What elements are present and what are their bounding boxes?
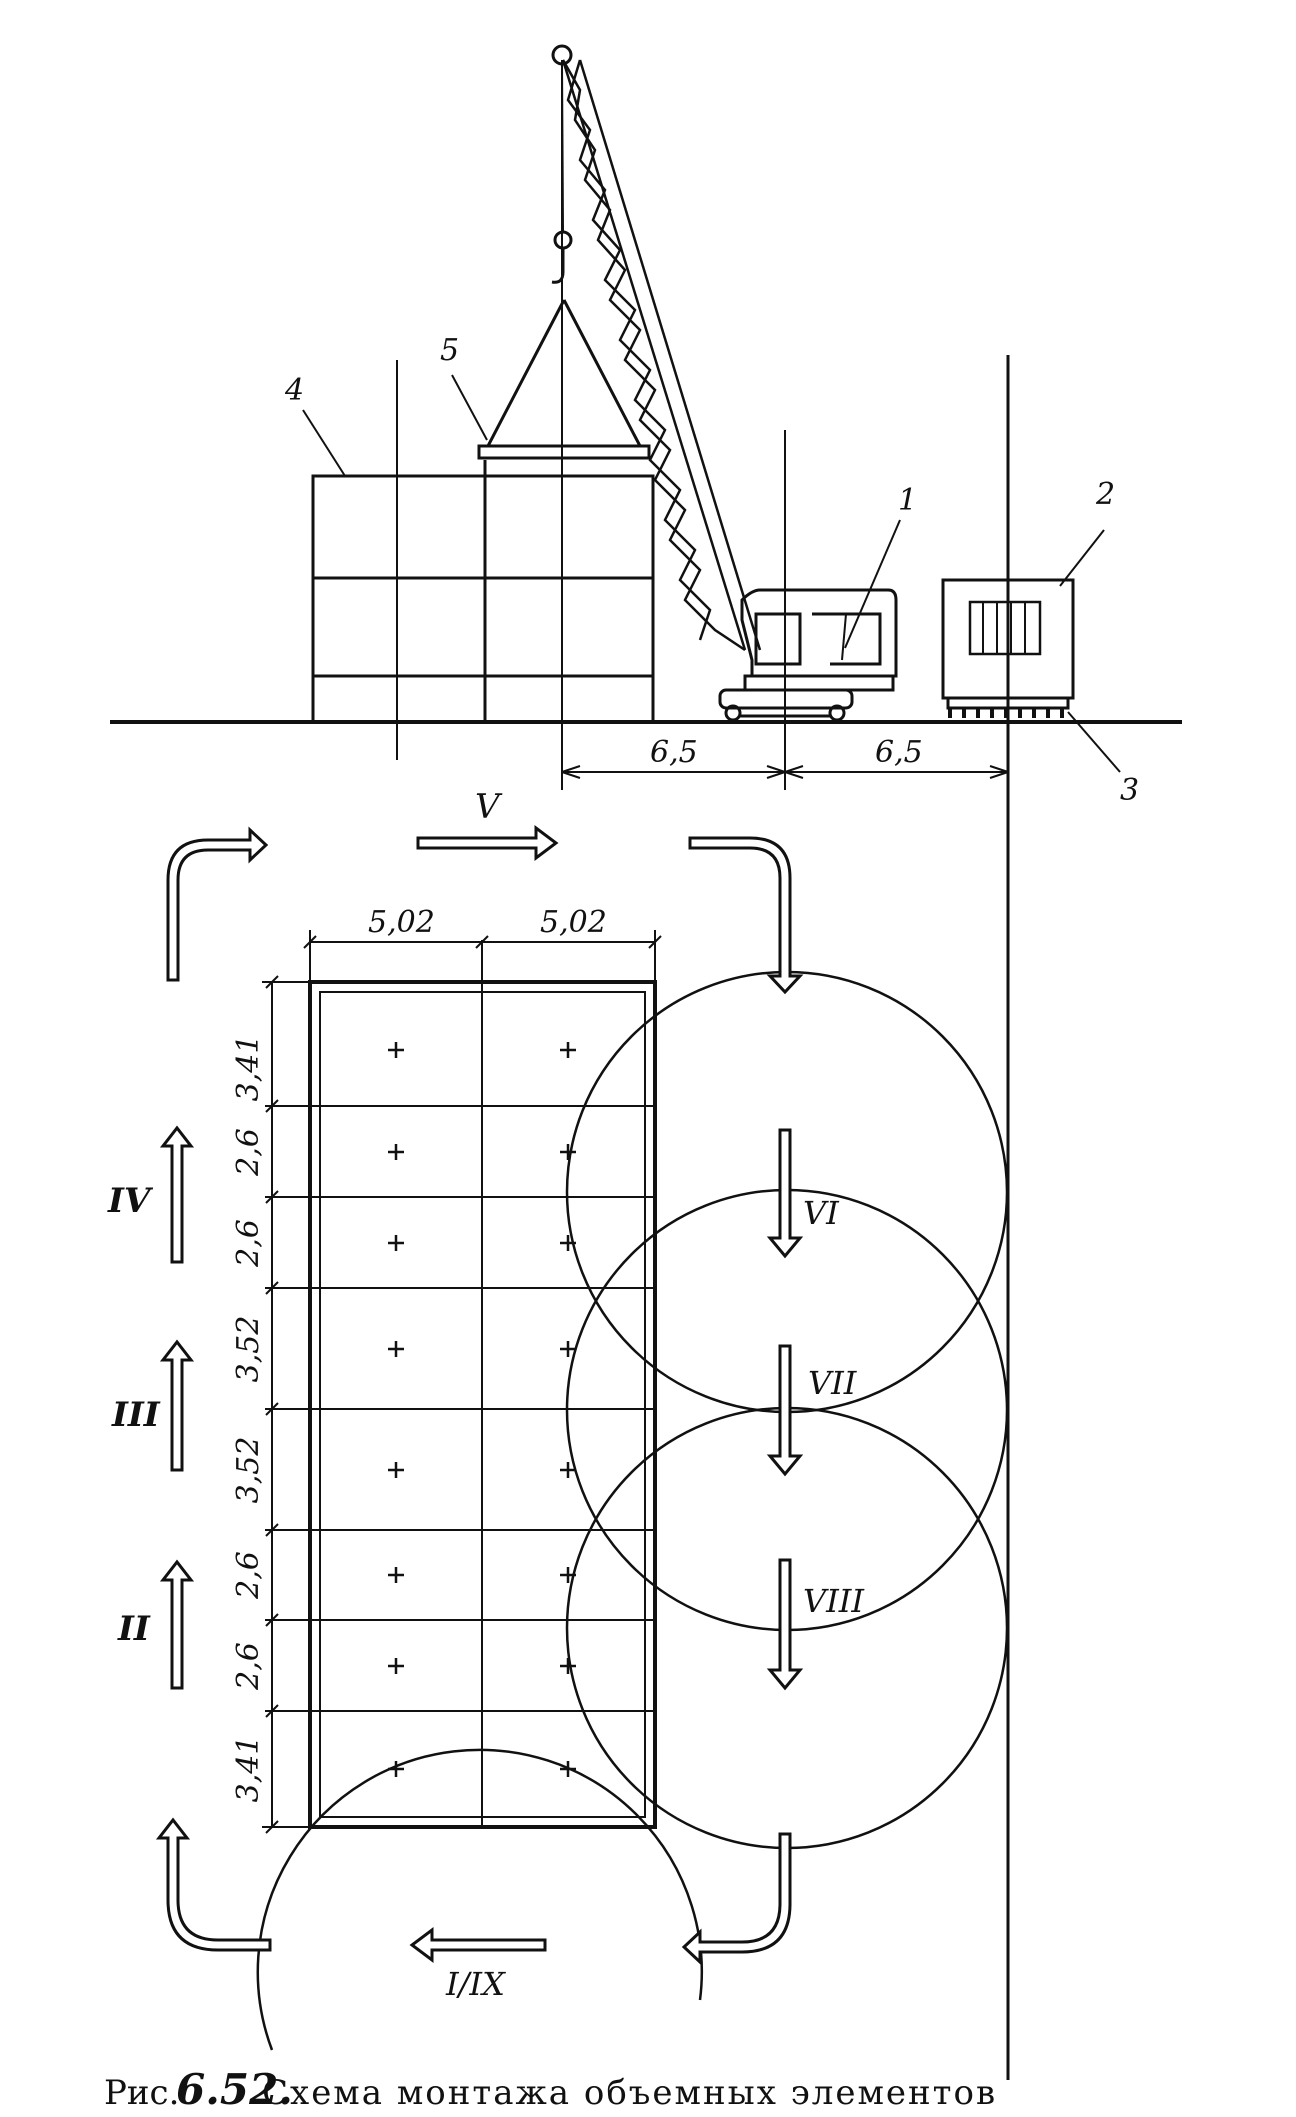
trailer-with-block	[941, 578, 1075, 718]
plan-view	[155, 825, 1009, 2051]
arrow-stage-ii	[159, 1559, 195, 1690]
side-dim-2: 2,6	[231, 1128, 266, 1177]
reach-arc-start	[256, 1748, 704, 2051]
elbow-arrow-top-right	[688, 836, 804, 995]
caption-text: Схема монтажа объемных элементов	[262, 2073, 997, 2113]
caption-prefix: Рис.	[104, 2073, 179, 2113]
side-dim-5: 3,52	[231, 1437, 266, 1504]
elbow-arrow-bottom-right	[681, 1832, 792, 1966]
dimension-label-left: 6,5	[650, 735, 698, 770]
callout-1: 1	[898, 483, 917, 518]
callout-3: 3	[1120, 773, 1139, 808]
side-dim-8: 3,41	[231, 1736, 266, 1803]
side-dim-7: 2,6	[231, 1642, 266, 1691]
stage-label-v: V	[475, 787, 503, 827]
side-dimension-line	[262, 975, 310, 1834]
callout-4: 4	[284, 373, 304, 408]
stage-label-i-ix: I/IX	[445, 1965, 506, 2003]
arrow-stage-vii	[766, 1344, 804, 1477]
figure-caption: Рис. 6.52. Схема монтажа объемных элемен…	[104, 2065, 997, 2114]
stage-label-iii: III	[111, 1395, 161, 1435]
stage-label-ii: II	[117, 1609, 151, 1649]
side-dim-4: 3,52	[231, 1316, 266, 1383]
stage-label-iv: IV	[107, 1181, 154, 1221]
top-dimension-line	[303, 930, 662, 982]
plan-labels: 5,02 5,02 3,41 2,6 2,6 3,52 3,52 2,6 2,6…	[107, 787, 865, 2003]
arrow-stage-v	[416, 825, 559, 861]
module-centers	[388, 1042, 576, 1777]
stage-label-viii: VIII	[803, 1582, 865, 1620]
callout-5: 5	[440, 333, 459, 368]
row-dividers	[265, 1105, 655, 1712]
traverse-and-sling	[477, 299, 651, 460]
callout-leaders	[302, 374, 1121, 773]
callout-2: 2	[1095, 477, 1115, 512]
elevation-dimension	[561, 760, 1009, 785]
crane-reach-circles	[256, 970, 1009, 2051]
building	[311, 460, 655, 724]
crane-cabin	[718, 588, 898, 722]
stage-label-vi: VI	[803, 1194, 840, 1232]
arrow-stage-viii	[766, 1558, 804, 1691]
elbow-arrow-top-left	[166, 826, 269, 982]
side-dim-3: 2,6	[231, 1219, 266, 1268]
top-dim-left: 5,02	[368, 905, 435, 940]
top-dim-right: 5,02	[540, 905, 607, 940]
elevation-labels: 4 5 1 2 3 6,5 6,5	[284, 333, 1139, 808]
dimension-label-right: 6,5	[875, 735, 923, 770]
arrow-stage-iv	[159, 1125, 195, 1264]
elevation-view	[110, 44, 1182, 2080]
side-dim-1: 3,41	[231, 1035, 266, 1102]
arrow-stage-i-ix	[409, 1927, 547, 1963]
crane-boom	[561, 59, 762, 652]
arrow-stage-iii	[159, 1339, 195, 1472]
stage-label-vii: VII	[808, 1364, 858, 1402]
side-dim-6: 2,6	[231, 1551, 266, 1600]
route-arrows	[155, 825, 804, 1966]
crane-hook	[551, 44, 573, 284]
caption-number: 6.52.	[176, 2065, 293, 2114]
elbow-arrow-bottom-left	[155, 1817, 272, 1952]
arrow-stage-vi	[766, 1128, 804, 1259]
